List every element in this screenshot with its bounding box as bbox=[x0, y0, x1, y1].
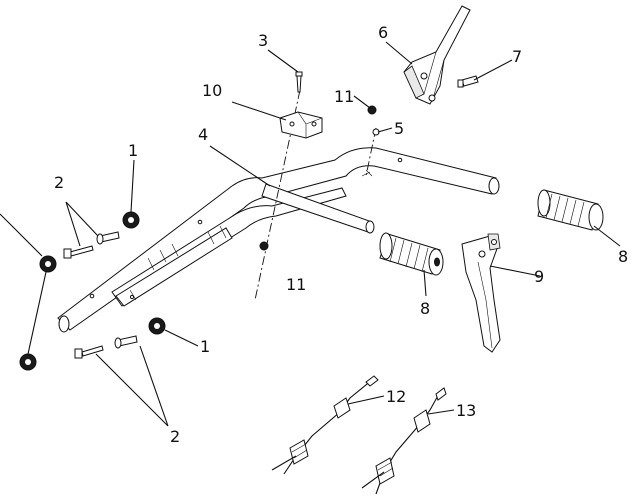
grip-part-8-middle bbox=[379, 232, 444, 276]
callout-12: 12 bbox=[386, 387, 406, 406]
callout-2-upper: 2 bbox=[54, 173, 64, 192]
callout-7: 7 bbox=[512, 47, 522, 66]
pin-part-7 bbox=[457, 75, 479, 88]
callout-8-right: 8 bbox=[618, 247, 628, 266]
screw-part-5 bbox=[361, 128, 380, 177]
cable-part-12 bbox=[271, 375, 379, 475]
lever-part-6 bbox=[403, 5, 471, 105]
bolt-part-3 bbox=[295, 71, 303, 93]
callout-3: 3 bbox=[258, 31, 268, 50]
callout-11-upper: 11 bbox=[334, 87, 354, 106]
knob-axis-line bbox=[27, 271, 47, 355]
nut-part-11-lower bbox=[259, 241, 269, 251]
lever-part-9 bbox=[461, 233, 501, 353]
callout-1-upper: 1 bbox=[128, 141, 138, 160]
callout-1-lower: 1 bbox=[200, 337, 210, 356]
callout-6: 6 bbox=[378, 23, 388, 42]
pin-part-2-upper bbox=[96, 231, 120, 245]
cable-part-13 bbox=[361, 387, 447, 495]
callout-10: 10 bbox=[202, 81, 222, 100]
grip-part-8-right bbox=[537, 189, 604, 231]
callout-5: 5 bbox=[394, 119, 404, 138]
bolt-part-2-upper bbox=[63, 245, 94, 259]
knob-part-1-upper bbox=[122, 211, 140, 229]
callout-2-lower: 2 bbox=[170, 427, 180, 446]
knob-part-1-lower bbox=[148, 317, 166, 335]
callout-4: 4 bbox=[198, 125, 208, 144]
knob-part-1-left-bottom bbox=[19, 353, 37, 371]
handlebar-frame bbox=[57, 147, 500, 333]
assembly-axis-line-5 bbox=[365, 127, 377, 177]
callout-9: 9 bbox=[534, 267, 544, 286]
leader-lines bbox=[0, 41, 621, 427]
knob-part-1-left-top bbox=[39, 255, 57, 273]
callout-11-lower: 11 bbox=[286, 275, 306, 294]
pin-part-2-lower bbox=[114, 335, 138, 349]
callout-labels: 1 2 3 4 5 6 7 8 8 9 10 11 11 1 2 12 13 bbox=[54, 23, 628, 446]
callout-8-middle: 8 bbox=[420, 299, 430, 318]
bolt-part-2-lower bbox=[74, 345, 104, 359]
clamp-bracket-part-10 bbox=[279, 111, 323, 139]
callout-13: 13 bbox=[456, 401, 476, 420]
